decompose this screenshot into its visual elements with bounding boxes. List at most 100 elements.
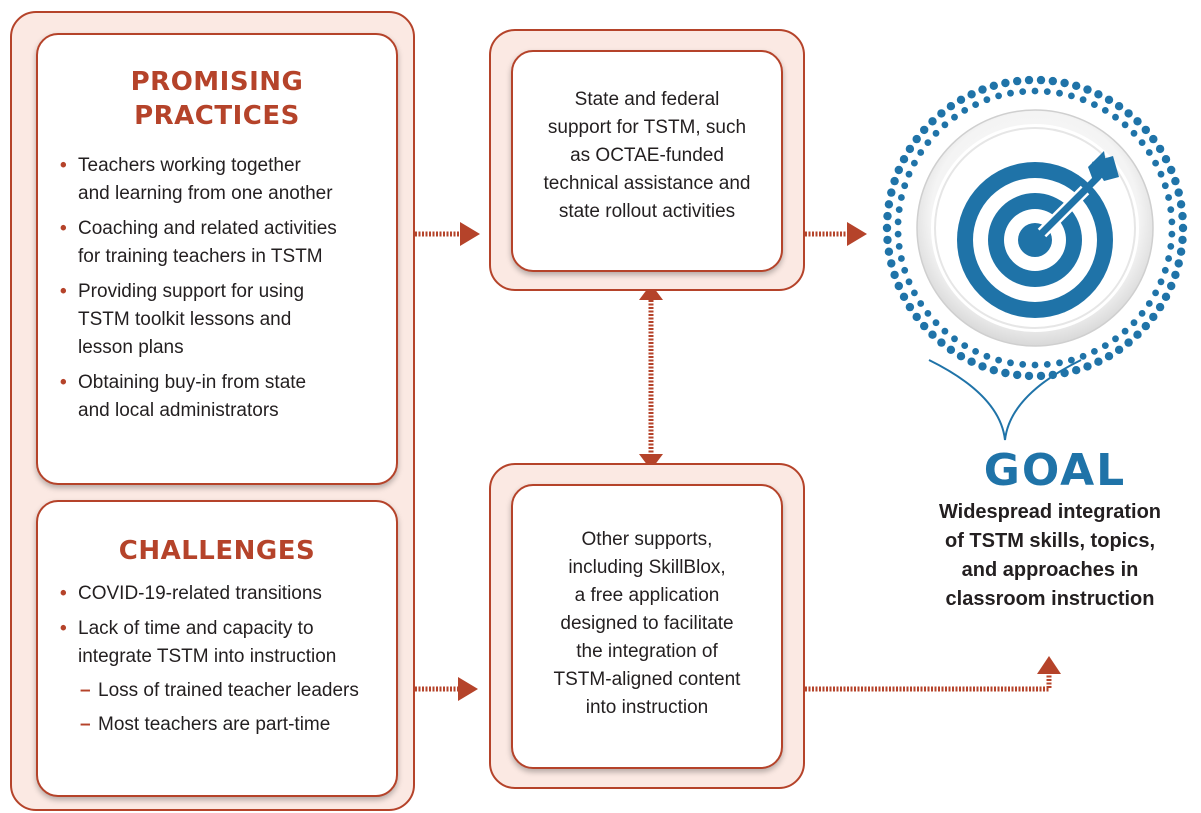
ring-dot — [901, 266, 909, 274]
ring-dot — [1165, 194, 1172, 201]
target-bullseye-icon — [882, 75, 1188, 441]
ring-dot — [890, 176, 899, 186]
ring-dot — [1091, 101, 1098, 108]
ring-dot — [1121, 121, 1129, 129]
ring-dot — [1168, 218, 1176, 226]
ring-dot — [884, 200, 894, 209]
ring-dot — [1001, 78, 1010, 88]
ring-dot — [1060, 78, 1069, 88]
list-item: Obtaining buy-in from state and local ad… — [58, 369, 386, 425]
ring-dot — [912, 312, 921, 322]
challenges-card: CHALLENGES COVID-19-related transitions … — [36, 500, 398, 797]
ring-dot — [967, 90, 976, 99]
ring-dot — [1112, 335, 1119, 343]
ring-dot — [1019, 361, 1027, 368]
ring-dot — [898, 255, 905, 262]
ring-dot — [905, 302, 915, 312]
ring-dot — [1094, 90, 1103, 99]
ring-dot — [1157, 170, 1165, 178]
ring-dot — [1083, 85, 1092, 94]
ring-dot — [928, 117, 937, 126]
ring-dot — [1043, 88, 1051, 95]
ring-dot — [1072, 366, 1081, 375]
ring-dot — [1124, 109, 1133, 118]
ring-dot — [901, 182, 909, 190]
ring-dot — [1112, 113, 1119, 121]
sub-list-item: Loss of trained teacher leaders — [78, 677, 390, 705]
ring-dot — [956, 95, 966, 105]
ring-dot — [917, 300, 925, 307]
ring-dot — [924, 310, 932, 317]
ring-dot — [882, 223, 892, 233]
ring-dot — [937, 109, 946, 118]
ring-dot — [1121, 327, 1129, 335]
ring-dot — [1155, 144, 1165, 154]
ring-dot — [978, 85, 987, 94]
ring-dot — [1007, 359, 1014, 367]
other-supports-card: Other supports, including SkillBlox, a f… — [511, 484, 783, 769]
ring-dot — [1141, 125, 1151, 135]
list-item: Lack of time and capacity to integrate T… — [58, 615, 390, 739]
ring-dot — [1178, 211, 1187, 221]
ring-dot — [983, 96, 991, 104]
sub-list-item: Most teachers are part-time — [78, 711, 390, 739]
goal-description: Widespread integration of TSTM skills, t… — [938, 501, 1162, 610]
ring-dot — [1138, 139, 1146, 147]
ring-dot — [1171, 176, 1180, 186]
ring-dot — [895, 206, 903, 214]
ring-dot — [1031, 361, 1039, 369]
ring-dot — [941, 121, 949, 129]
ring-dot — [1138, 310, 1146, 317]
ring-dot — [899, 292, 909, 301]
arrow-other-to-goal — [805, 656, 1061, 692]
ring-dot — [887, 188, 896, 197]
ring-dot — [1145, 300, 1153, 307]
ring-dot — [1101, 342, 1109, 349]
ring-dot — [972, 101, 979, 108]
ring-dot — [1072, 81, 1081, 91]
ring-dot — [1161, 292, 1171, 301]
ring-dot — [1133, 330, 1142, 339]
ring-dot — [1149, 134, 1158, 144]
ring-dot — [894, 281, 903, 291]
ring-dot — [932, 129, 940, 137]
ring-dot — [989, 366, 998, 375]
ring-dot — [905, 144, 915, 154]
ring-dot — [972, 348, 979, 355]
ring-dot — [1056, 89, 1063, 97]
goal-title: GOAL — [983, 445, 1127, 496]
ring-dot — [890, 270, 899, 280]
ring-dot — [1155, 302, 1165, 312]
ring-dot — [1174, 188, 1183, 197]
ring-dot — [895, 243, 903, 250]
challenges-list: COVID-19-related transitions Lack of tim… — [58, 580, 390, 746]
arrow-challenges-to-other — [415, 677, 478, 701]
ring-dot — [928, 330, 937, 339]
ring-dot — [1114, 102, 1124, 111]
ring-dot — [1130, 129, 1138, 137]
ring-dot — [894, 165, 903, 175]
list-item: Providing support for using TSTM toolkit… — [58, 278, 386, 362]
ring-dot — [995, 92, 1002, 100]
ring-dot — [941, 327, 949, 335]
ring-dot — [1161, 182, 1169, 190]
ring-dot — [1024, 371, 1034, 381]
ring-dot — [967, 357, 976, 366]
ring-dot — [1176, 247, 1186, 256]
list-item: COVID-19-related transitions — [58, 580, 390, 608]
ring-dot — [924, 139, 932, 147]
ring-dot — [937, 338, 946, 347]
ring-dot — [905, 170, 913, 178]
ring-dot — [956, 352, 966, 361]
ring-dot — [1007, 89, 1014, 97]
ring-dot — [1141, 321, 1151, 331]
ring-dot — [905, 278, 913, 286]
ring-dot — [1171, 270, 1180, 280]
ring-dot — [1133, 117, 1142, 126]
ring-dot — [1013, 76, 1022, 86]
ring-dot — [1068, 356, 1075, 364]
ring-dot — [1036, 75, 1046, 85]
ring-dot — [983, 352, 991, 360]
ring-dot — [1152, 289, 1159, 297]
